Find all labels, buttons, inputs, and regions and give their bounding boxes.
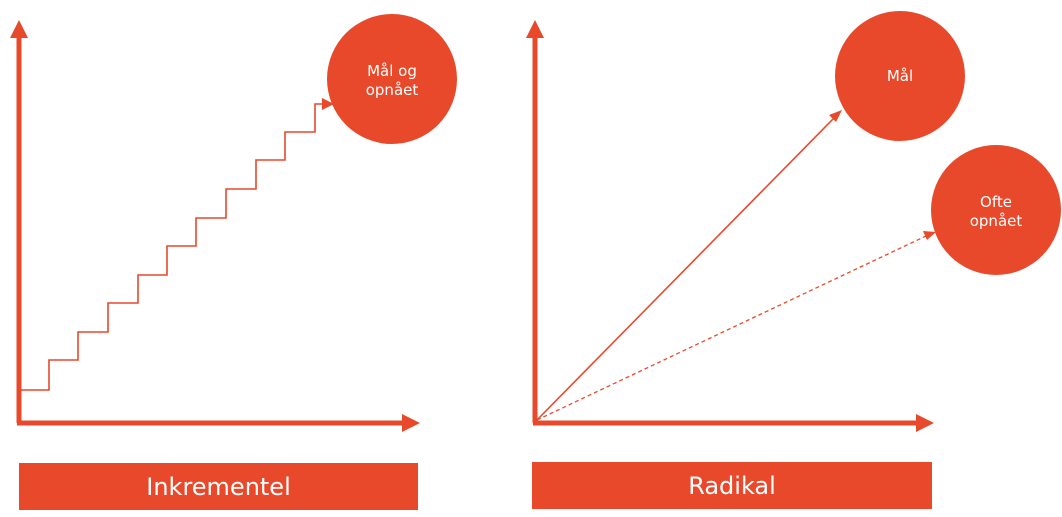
incremental-x-arrowhead (402, 414, 420, 432)
radical-goal-line (536, 117, 835, 421)
incremental-banner-text: Inkrementel (146, 472, 291, 501)
incremental-axes (10, 20, 420, 432)
radical-banner-text: Radikal (688, 471, 776, 500)
radical-achieved-circle (931, 145, 1061, 275)
radical-achieved-arrowhead (923, 231, 936, 240)
incremental-goal-label: Mål og opnået (342, 62, 442, 100)
radical-goal-label: Mål (850, 67, 950, 86)
radical-y-arrowhead (526, 20, 544, 38)
radical-x-arrowhead (916, 414, 934, 432)
radical-banner: Radikal (532, 462, 932, 509)
radical-goal-arrowhead (829, 110, 842, 122)
radical-axes (526, 20, 934, 432)
radical-goal-circle (835, 11, 965, 141)
incremental-goal-label-line2: opnået (365, 81, 419, 99)
radical-achieved-label-line2: opnået (969, 212, 1023, 230)
incremental-goal-circle (327, 14, 457, 144)
radical-goal-label-text: Mål (886, 67, 914, 85)
staircase-arrowhead (322, 98, 334, 110)
incremental-y-arrowhead (10, 20, 28, 38)
incremental-goal-label-line1: Mål og (367, 62, 417, 80)
incremental-staircase (21, 103, 326, 391)
radical-achieved-label: Ofte opnået (946, 193, 1046, 231)
incremental-banner: Inkrementel (19, 463, 418, 510)
radical-achieved-label-line1: Ofte (980, 193, 1012, 211)
radical-achieved-line (536, 235, 927, 421)
